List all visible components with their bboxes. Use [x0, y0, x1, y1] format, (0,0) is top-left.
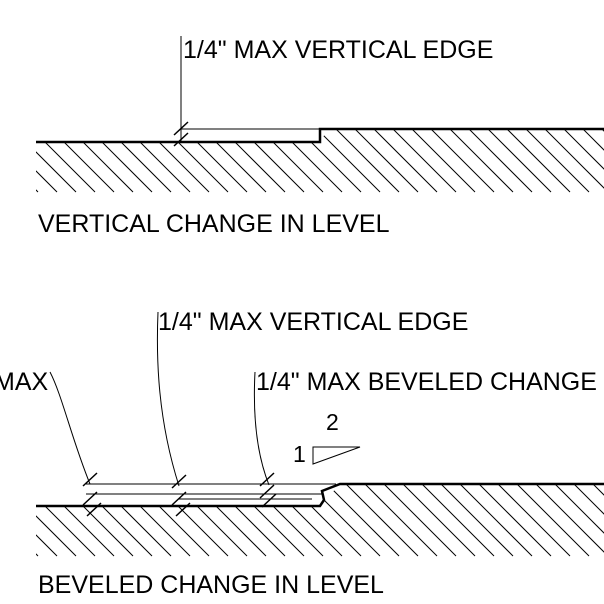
- hatch-line: [36, 484, 77, 557]
- vertical-edge-leader-curve: [156, 311, 180, 487]
- hatch-line: [141, 129, 210, 193]
- hatch-line: [56, 484, 134, 557]
- hatch-line: [122, 129, 191, 193]
- vertical-edge-leader-label: 1/4" MAX VERTICAL EDGE: [183, 36, 493, 64]
- beveled-change-label: 1/4" MAX BEVELED CHANGE: [256, 368, 597, 396]
- hatch-line: [103, 129, 172, 193]
- hatch-line: [132, 484, 210, 557]
- hatch-line: [531, 484, 604, 557]
- beveled-max-label: MAX: [0, 368, 49, 396]
- vertical-change-caption: VERTICAL CHANGE IN LEVEL: [38, 210, 390, 238]
- hatch-line: [407, 129, 476, 193]
- hatch-line: [312, 129, 381, 193]
- beveled-leader-curve: [253, 371, 270, 486]
- slope-run-label: 2: [326, 409, 339, 435]
- hatch-line: [198, 129, 267, 193]
- beveled-vertical-edge-label: 1/4" MAX VERTICAL EDGE: [158, 308, 468, 336]
- hatch-line: [36, 129, 39, 193]
- hatch-line: [559, 129, 604, 193]
- hatch-line: [113, 484, 191, 557]
- hatch-line: [274, 129, 343, 193]
- hatch-line: [493, 484, 571, 557]
- hatch-line: [569, 484, 604, 557]
- hatch-line: [303, 484, 381, 557]
- hatch-line: [170, 484, 248, 557]
- hatch-line: [474, 484, 552, 557]
- hatch-line: [236, 129, 305, 193]
- hatch-line: [208, 484, 286, 557]
- hatch-line: [540, 129, 604, 193]
- hatch-line: [227, 484, 305, 557]
- max-leader-curve: [49, 371, 91, 485]
- hatch-line: [36, 129, 58, 193]
- beveled-ground-profile: [36, 482, 604, 508]
- hatch-line: [379, 484, 457, 557]
- hatch-line: [502, 129, 571, 193]
- slope-triangle: [312, 446, 361, 465]
- hatch-line: [322, 484, 400, 557]
- hatch-line: [36, 129, 77, 193]
- hatch-line: [46, 129, 115, 193]
- hatch-line: [65, 129, 134, 193]
- beveled-change-caption: BEVELED CHANGE IN LEVEL: [38, 571, 384, 599]
- hatch-line: [331, 129, 400, 193]
- hatch-line: [455, 484, 533, 557]
- beveled-change-detail: 1/4" MAX VERTICAL EDGE MAX 1/4" MAX BEVE…: [0, 308, 604, 599]
- hatch-line: [0, 480, 19, 556]
- hatch-line: [512, 484, 590, 557]
- hatch-line: [417, 484, 495, 557]
- hatch-line: [464, 129, 533, 193]
- hatch-line: [151, 484, 229, 557]
- hatch-line: [36, 484, 58, 557]
- hatch-line: [36, 129, 96, 193]
- hatch-line: [293, 129, 362, 193]
- hatch-line: [255, 129, 324, 193]
- beveled-ground-hatch: [0, 480, 604, 557]
- hatch-line: [578, 129, 604, 193]
- hatch-line: [37, 484, 115, 557]
- slope-rise-label: 1: [293, 441, 306, 467]
- hatch-line: [265, 484, 343, 557]
- hatch-line: [483, 129, 552, 193]
- hatch-line: [550, 484, 604, 557]
- beveled-tick-marks: [82, 472, 277, 517]
- hatch-line: [217, 129, 286, 193]
- vertical-tick-marks: [173, 121, 189, 147]
- hatch-line: [369, 129, 438, 193]
- hatch-line: [160, 129, 229, 193]
- hatch-line: [350, 129, 419, 193]
- hatch-line: [94, 484, 172, 557]
- hatch-line: [426, 129, 495, 193]
- hatch-line: [436, 484, 514, 557]
- hatch-line: [445, 129, 514, 193]
- hatch-line: [388, 129, 457, 193]
- hatch-line: [36, 484, 39, 557]
- hatch-line: [360, 484, 438, 557]
- hatch-line: [84, 129, 153, 193]
- hatch-line: [398, 484, 476, 557]
- vertical-ground-profile: [36, 127, 604, 144]
- hatch-line: [597, 129, 604, 193]
- hatch-line: [521, 129, 590, 193]
- vertical-change-detail: 1/4" MAX VERTICAL EDGE VERTICAL CHANGE I…: [0, 36, 604, 238]
- vertical-ground-hatch: [0, 125, 604, 193]
- hatch-line: [246, 484, 324, 557]
- hatch-line: [0, 125, 19, 192]
- hatch-line: [189, 484, 267, 557]
- hatch-line: [75, 484, 153, 557]
- hatch-line: [588, 484, 604, 557]
- hatch-line: [36, 484, 96, 557]
- hatch-line: [341, 484, 419, 557]
- hatch-line: [179, 129, 248, 193]
